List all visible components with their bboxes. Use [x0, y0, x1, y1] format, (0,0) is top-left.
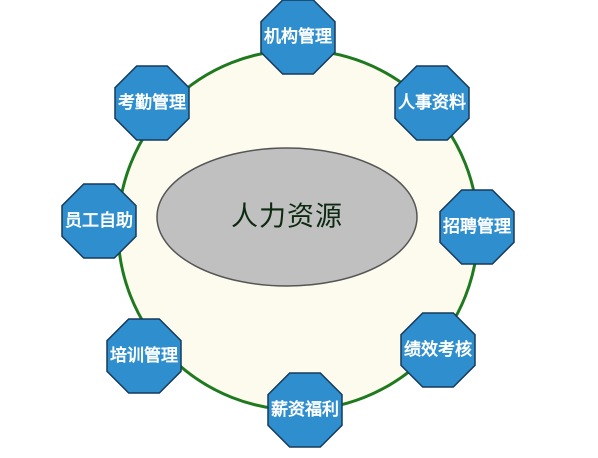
- node-attendance[interactable]: 考勤管理: [114, 65, 190, 141]
- center-ellipse: [156, 147, 418, 287]
- node-label-org: 机构管理: [264, 26, 332, 47]
- node-label-selfservice: 员工自助: [65, 210, 133, 231]
- node-label-salary: 薪资福利: [271, 399, 339, 420]
- node-personnel[interactable]: 人事资料: [394, 65, 470, 141]
- octagon-shape: [260, 0, 336, 75]
- octagon-shape: [61, 183, 137, 259]
- center-hub[interactable]: 人力资源: [156, 147, 418, 287]
- node-training[interactable]: 培训管理: [106, 318, 182, 394]
- octagon-shape: [106, 318, 182, 394]
- octagon-shape: [267, 372, 343, 448]
- node-label-recruit: 招聘管理: [443, 216, 511, 237]
- octagon-shape: [114, 65, 190, 141]
- node-selfservice[interactable]: 员工自助: [61, 183, 137, 259]
- node-label-performance: 绩效考核: [404, 339, 472, 360]
- center-label: 人力资源: [231, 202, 343, 233]
- node-performance[interactable]: 绩效考核: [400, 312, 476, 388]
- node-recruit[interactable]: 招聘管理: [439, 189, 515, 265]
- node-label-training: 培训管理: [110, 345, 178, 366]
- octagon-shape: [400, 312, 476, 388]
- node-label-attendance: 考勤管理: [117, 92, 186, 113]
- octagon-shape: [394, 65, 470, 141]
- node-label-personnel: 人事资料: [398, 92, 466, 113]
- node-salary[interactable]: 薪资福利: [267, 372, 343, 448]
- node-org[interactable]: 机构管理: [260, 0, 336, 75]
- octagon-shape: [439, 189, 515, 265]
